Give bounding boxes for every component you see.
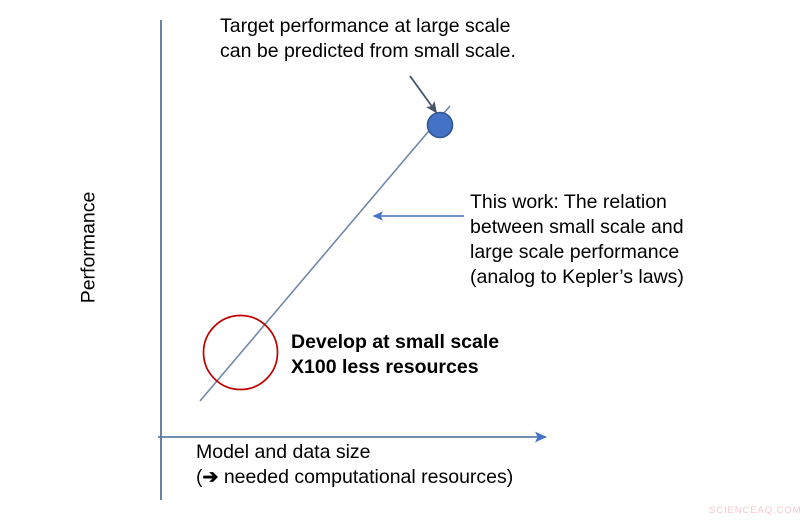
- annotation-target-performance: Target performance at large scale can be…: [220, 15, 516, 62]
- small-scale-region-circle: [202, 314, 279, 391]
- callout-arrow-to-target-icon: [409, 75, 438, 114]
- target-performance-point: [426, 111, 454, 139]
- x-axis-label-paren: (: [196, 465, 203, 488]
- x-axis-label-line1: Model and data size: [196, 441, 371, 463]
- annotation-this-work: This work: The relation between small sc…: [470, 191, 684, 288]
- y-axis-label: Performance: [77, 191, 100, 304]
- x-axis-label-line2-rest: needed computational resources): [218, 465, 514, 488]
- develop-small-scale-line2: X100 less resources: [291, 355, 479, 378]
- watermark: SCIENCEAQ.COM: [709, 505, 800, 516]
- x-axis-label: Model and data size(➔ needed computation…: [196, 440, 513, 490]
- scaling-trend-line: [199, 105, 451, 402]
- right-arrow-icon: ➔: [202, 466, 219, 488]
- develop-small-scale-line1: Develop at small scale: [291, 331, 500, 353]
